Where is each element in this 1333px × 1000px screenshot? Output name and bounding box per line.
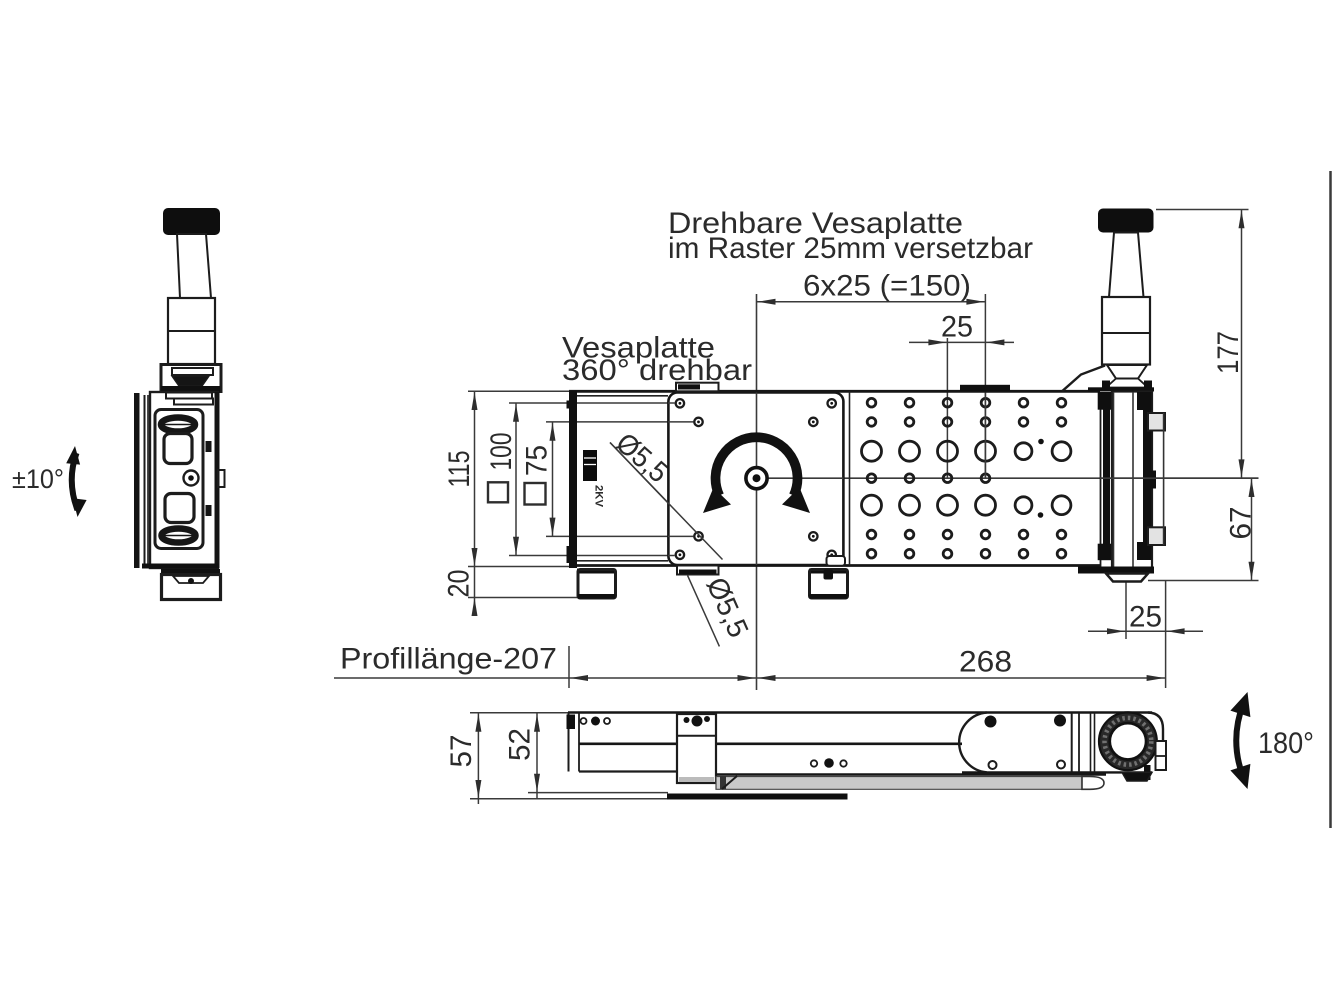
svg-text:25: 25 bbox=[1129, 601, 1162, 634]
svg-text:115: 115 bbox=[443, 451, 476, 488]
svg-text:Drehbare Vesaplatte: Drehbare Vesaplatte bbox=[668, 207, 963, 240]
svg-text:25: 25 bbox=[941, 311, 973, 344]
svg-text:75: 75 bbox=[521, 445, 554, 476]
svg-text:im Raster 25mm versetzbar: im Raster 25mm versetzbar bbox=[668, 232, 1033, 265]
svg-text:6x25 (=150): 6x25 (=150) bbox=[803, 270, 971, 303]
svg-text:67: 67 bbox=[1225, 507, 1258, 540]
svg-text:57: 57 bbox=[445, 735, 478, 768]
svg-text:Vesaplatte: Vesaplatte bbox=[562, 332, 715, 365]
svg-text:52: 52 bbox=[504, 728, 537, 761]
svg-text:Profillänge-207: Profillänge-207 bbox=[340, 643, 557, 676]
svg-text:360° drehbar: 360° drehbar bbox=[562, 354, 752, 387]
svg-text:20: 20 bbox=[443, 570, 476, 598]
svg-text:180°: 180° bbox=[1258, 727, 1314, 760]
svg-text:177: 177 bbox=[1212, 331, 1245, 374]
svg-text:±10°: ±10° bbox=[12, 464, 64, 494]
svg-text:2KV: 2KV bbox=[593, 485, 605, 508]
svg-text:268: 268 bbox=[959, 646, 1012, 679]
svg-text:100: 100 bbox=[485, 433, 518, 471]
